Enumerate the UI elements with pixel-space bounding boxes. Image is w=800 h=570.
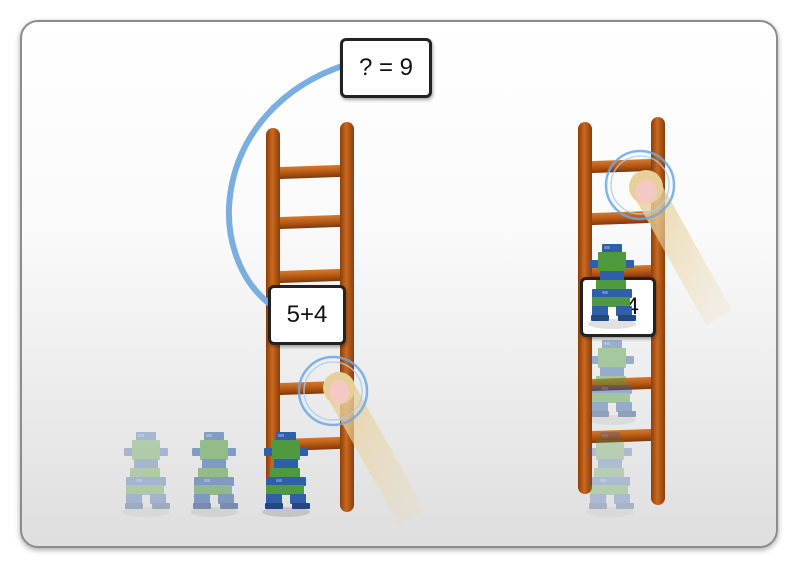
expression-card-left[interactable]: 5+4 — [268, 285, 346, 345]
finger-pointer-icon — [323, 372, 425, 525]
expression-card-right[interactable]: 4 — [580, 277, 656, 337]
answer-card: ? = 9 — [340, 38, 432, 98]
block-figure-icon — [122, 432, 170, 517]
connection-arc — [226, 62, 348, 313]
block-figure-icon — [586, 432, 634, 517]
block-figure-icon — [190, 432, 238, 517]
touch-ring-icon — [297, 355, 369, 427]
